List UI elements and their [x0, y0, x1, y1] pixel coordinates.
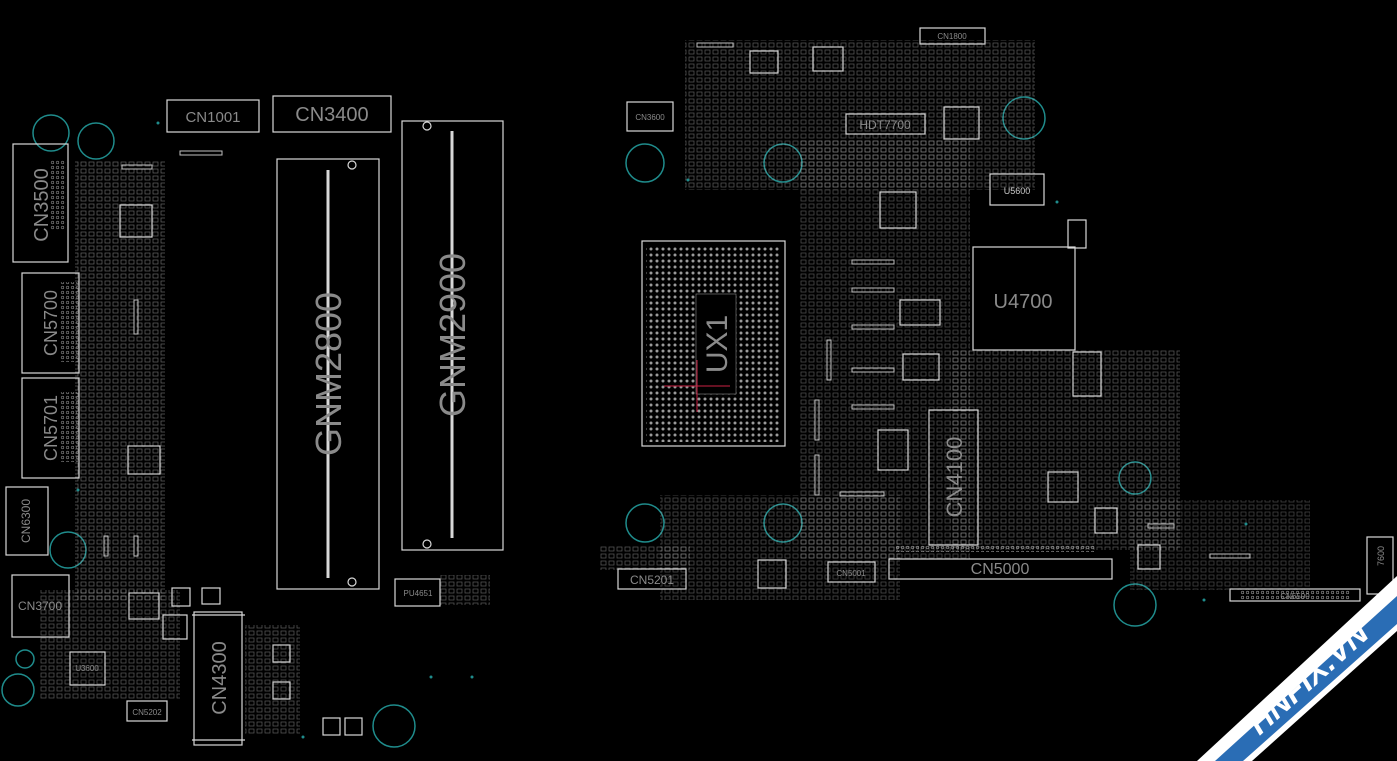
slim-components [103, 42, 1251, 559]
label-u3600: U3600 [75, 664, 99, 673]
test-points [76, 121, 1248, 739]
label-cn5701: CN5701 [41, 395, 61, 461]
label-cn5202: CN5202 [132, 708, 162, 717]
watermark-text: HNFIX.VN [1240, 614, 1376, 741]
watermark-band [1215, 596, 1397, 761]
passive-component-clusters [40, 40, 1350, 735]
label-cn6300: CN6300 [19, 499, 33, 543]
label-cn5000: CN5000 [971, 561, 1030, 578]
label-cn3500: CN3500 [31, 168, 53, 241]
label-cn7600: 7600 [1376, 546, 1386, 566]
label-cn3700: CN3700 [18, 599, 62, 613]
label-hdt7700: HDT7700 [859, 118, 911, 132]
label-cn1800: CN1800 [937, 32, 967, 41]
label-cn6500: CN6500 [1280, 592, 1310, 601]
label-cn5201: CN5201 [630, 573, 674, 587]
label-cn4100: CN4100 [942, 437, 967, 518]
label-gnm2800: GNM2800 [308, 292, 349, 456]
ux1-bga-package [641, 240, 786, 447]
label-cn4300: CN4300 [209, 641, 231, 714]
label-pu4651: PU4651 [404, 589, 433, 598]
label-ux1: UX1 [701, 315, 734, 373]
label-cn3400: CN3400 [295, 104, 368, 126]
label-u4700: U4700 [994, 291, 1053, 313]
designator-labels: CN1001 CN3400 CN3500 CN5700 CN5701 CN630… [18, 32, 1386, 717]
label-cn3600: CN3600 [635, 113, 665, 122]
label-gnm2900: GNM2900 [432, 253, 473, 417]
label-cn5001: CN5001 [836, 569, 866, 578]
label-cn1001: CN1001 [185, 109, 240, 126]
watermark-logo: HNFIX.VN [1197, 576, 1397, 761]
label-u5600: U5600 [1004, 186, 1031, 196]
label-cn5700: CN5700 [41, 290, 61, 356]
